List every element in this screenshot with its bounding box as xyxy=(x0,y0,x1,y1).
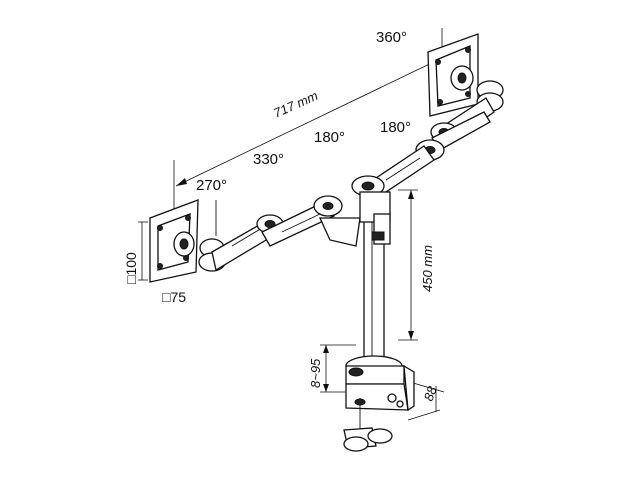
clamp-range-dimension xyxy=(320,344,356,393)
clamp-depth-label: 88 xyxy=(421,384,440,403)
right-vesa-plate xyxy=(427,33,479,117)
pole-height-label: 450 mm xyxy=(420,245,435,292)
clamp-range-label: 8~95 xyxy=(308,358,323,388)
angle-270-label: 270° xyxy=(196,177,227,194)
angle-180-right-label: 180° xyxy=(380,119,411,136)
right-arm xyxy=(369,80,504,197)
left-vesa-plate xyxy=(149,199,199,283)
pole-height-dimension xyxy=(398,189,418,341)
vesa-75-label: □75 xyxy=(162,289,186,305)
angle-180-center-label: 180° xyxy=(314,129,345,146)
desk-clamp xyxy=(343,355,415,452)
angle-330-label: 330° xyxy=(253,151,284,168)
vesa-100-label: □100 xyxy=(123,252,139,284)
span-label: 717 mm xyxy=(271,88,320,121)
left-arm xyxy=(198,195,361,272)
center-pole xyxy=(351,175,391,369)
angle-360-label: 360° xyxy=(376,29,407,46)
vesa-dimension-lines xyxy=(138,221,151,281)
